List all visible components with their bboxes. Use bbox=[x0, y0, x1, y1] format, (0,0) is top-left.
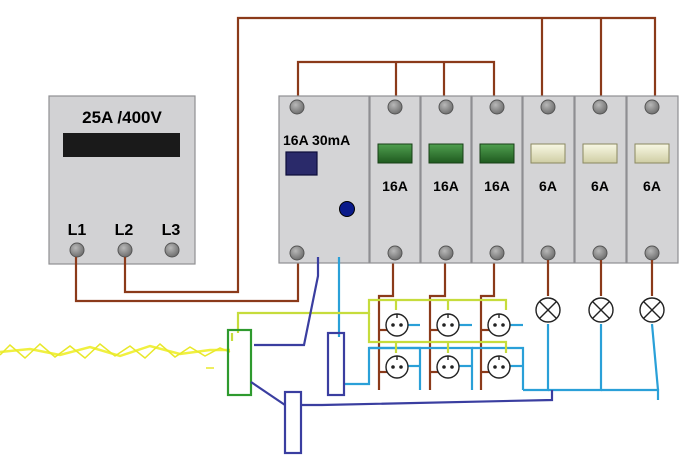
socket-outlet-icon bbox=[487, 313, 511, 337]
terminal-screw-icon bbox=[540, 99, 556, 115]
socket-outlet-icon bbox=[436, 313, 460, 337]
breaker-rating: 16A bbox=[382, 178, 408, 194]
terminal-screw-icon bbox=[438, 99, 454, 115]
earthing-clamp bbox=[283, 390, 303, 455]
earth-conductor-wires bbox=[250, 257, 554, 407]
breaker-rating: 16A bbox=[484, 178, 510, 194]
meter-display bbox=[63, 133, 180, 157]
breaker-lever bbox=[479, 143, 515, 164]
breaker-6a-2: 6A bbox=[574, 95, 627, 264]
meter-terminal-l2-label: L2 bbox=[115, 222, 134, 239]
socket-outlet-icon bbox=[436, 355, 460, 379]
terminal-screw-icon bbox=[117, 242, 133, 258]
terminal-screw-icon bbox=[489, 99, 505, 115]
terminal-screw-icon bbox=[644, 99, 660, 115]
rcd-rating: 16A 30mA bbox=[283, 132, 350, 148]
breaker-6a-3: 6A bbox=[626, 95, 679, 264]
protective-earth-wires bbox=[230, 298, 508, 353]
lamp-icon bbox=[588, 297, 614, 323]
socket-outlet-icon bbox=[385, 313, 409, 337]
terminal-screw-icon bbox=[387, 245, 403, 261]
terminal-screw-icon bbox=[69, 242, 85, 258]
rcd-module: 16A 30mA bbox=[278, 95, 370, 264]
rcd-test-button bbox=[339, 201, 355, 217]
breaker-lever bbox=[634, 143, 670, 164]
terminal-screw-icon bbox=[540, 245, 556, 261]
lighting-feed-wires bbox=[546, 260, 654, 296]
terminal-screw-icon bbox=[644, 245, 660, 261]
terminal-screw-icon bbox=[164, 242, 180, 258]
lamp-icon bbox=[639, 297, 665, 323]
earth-terminal bbox=[226, 328, 253, 397]
phase-wires bbox=[74, 16, 657, 390]
terminal-screw-icon bbox=[289, 99, 305, 115]
breaker-rating: 6A bbox=[539, 178, 557, 194]
breaker-16a-1: 16A bbox=[369, 95, 421, 264]
terminal-screw-icon bbox=[289, 245, 305, 261]
neutral-wires bbox=[337, 257, 660, 400]
breaker-rating: 6A bbox=[643, 178, 661, 194]
terminal-screw-icon bbox=[489, 245, 505, 261]
breaker-lever bbox=[428, 143, 464, 164]
meter-rating: 25A /400V bbox=[82, 108, 162, 127]
terminal-screw-icon bbox=[592, 245, 608, 261]
breaker-rating: 6A bbox=[591, 178, 609, 194]
breaker-lever bbox=[377, 143, 413, 164]
socket-outlet-icon bbox=[385, 355, 409, 379]
terminal-screw-icon bbox=[592, 99, 608, 115]
terminal-screw-icon bbox=[387, 99, 403, 115]
breaker-rating: 16A bbox=[433, 178, 459, 194]
terminal-screw-icon bbox=[438, 245, 454, 261]
ground-rod-zigzag bbox=[0, 342, 231, 360]
rcd-switch-lever bbox=[285, 151, 318, 176]
breaker-6a-1: 6A bbox=[522, 95, 575, 264]
main-meter: 25A /400V L1 L2 L3 bbox=[48, 95, 196, 265]
breaker-16a-2: 16A bbox=[420, 95, 472, 264]
meter-terminal-l1-label: L1 bbox=[68, 222, 87, 239]
breaker-lever bbox=[530, 143, 566, 164]
meter-terminal-l3-label: L3 bbox=[162, 222, 181, 239]
neutral-bar bbox=[326, 331, 346, 397]
breaker-16a-3: 16A bbox=[471, 95, 523, 264]
socket-outlet-icon bbox=[487, 355, 511, 379]
ground-rod-line bbox=[0, 344, 230, 358]
lamp-icon bbox=[535, 297, 561, 323]
breaker-lever bbox=[582, 143, 618, 164]
